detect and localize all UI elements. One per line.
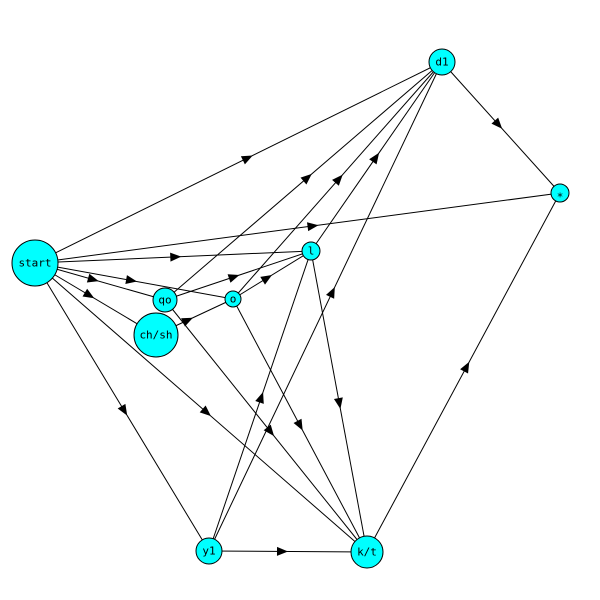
arrowhead-icon bbox=[332, 174, 343, 186]
node-kt[interactable] bbox=[350, 535, 384, 569]
arrowhead-icon bbox=[255, 392, 264, 404]
arrowhead-icon bbox=[300, 173, 312, 185]
node-qo[interactable] bbox=[152, 287, 178, 313]
arrowhead-icon bbox=[117, 403, 128, 416]
node-star[interactable] bbox=[550, 183, 570, 203]
edge-start-to-d1 bbox=[34, 61, 443, 264]
edge-qo-to-kt bbox=[164, 299, 368, 553]
arrowhead-icon bbox=[293, 418, 303, 431]
edge-kt-to-star bbox=[366, 192, 561, 553]
edges-layer bbox=[34, 61, 561, 556]
arrowhead-icon bbox=[86, 273, 99, 283]
arrowhead-icon bbox=[491, 117, 503, 129]
edge-start-to-star bbox=[34, 192, 561, 264]
arrowhead-icon bbox=[125, 275, 137, 284]
node-start[interactable] bbox=[11, 239, 59, 287]
node-o[interactable] bbox=[224, 290, 242, 308]
node-l[interactable] bbox=[301, 241, 321, 261]
node-chsh[interactable] bbox=[133, 312, 179, 358]
arrowhead-icon bbox=[227, 274, 240, 283]
arrowhead-icon bbox=[307, 222, 319, 232]
arrowhead-icon bbox=[276, 546, 288, 556]
edge-y1-to-d1 bbox=[208, 61, 443, 552]
arrowhead-icon bbox=[199, 405, 211, 417]
arrowhead-icon bbox=[170, 252, 182, 262]
arrowhead-icon bbox=[369, 152, 380, 165]
arrowhead-icon bbox=[326, 286, 335, 299]
arrowhead-icon bbox=[263, 424, 275, 437]
node-y1[interactable] bbox=[195, 537, 223, 565]
arrowhead-icon bbox=[240, 155, 253, 165]
node-d1[interactable] bbox=[428, 48, 456, 76]
arrowhead-icon bbox=[82, 288, 95, 299]
arrowhead-icon bbox=[260, 275, 272, 285]
arrowhead-icon bbox=[460, 361, 470, 374]
edge-start-to-kt bbox=[34, 262, 368, 553]
arrowhead-icon bbox=[333, 397, 343, 410]
